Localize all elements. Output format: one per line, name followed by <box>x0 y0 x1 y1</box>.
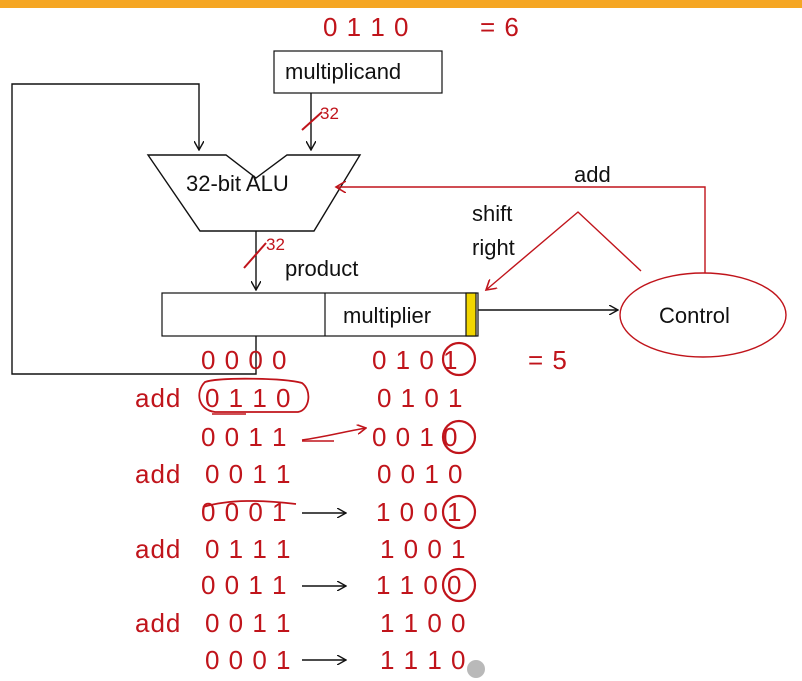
product-register <box>161 292 479 337</box>
pointer-dot <box>467 660 485 678</box>
trace-right-2: 0 0 1 0 <box>372 422 459 452</box>
lsb-circle <box>441 494 477 530</box>
multiplier-decimal: = 5 <box>528 345 568 375</box>
add-signal-wire <box>336 187 706 273</box>
trace-op-3: add <box>135 459 182 489</box>
strike-mark <box>202 500 297 508</box>
trace-right-3: 0 0 1 0 <box>377 459 464 489</box>
accent-bar <box>0 0 802 8</box>
bus-width-tick-top <box>301 111 323 131</box>
add-value-loop <box>198 377 310 413</box>
alu-label: 32-bit ALU <box>186 171 289 196</box>
bus-width-annotation-bottom: 32 <box>266 235 285 254</box>
lsb-circle <box>441 341 477 377</box>
lsb-circle <box>441 567 477 603</box>
trace-op-1: add <box>135 383 182 413</box>
multiplicand-label: multiplicand <box>285 59 402 84</box>
shift-arrow <box>301 428 366 441</box>
shift-signal-label: shift <box>472 201 513 226</box>
bus-width-annotation-top: 32 <box>320 104 339 123</box>
trace-right-6: 1 1 0 0 <box>376 570 463 600</box>
trace-left-5: 0 1 1 1 <box>205 534 292 564</box>
trace-left-1: 0 1 1 0 <box>205 383 292 413</box>
trace-right-8: 1 1 1 0 <box>380 645 467 675</box>
control-label: Control <box>659 303 730 328</box>
trace-left-4: 0 0 0 1 <box>201 497 288 527</box>
trace-op-5: add <box>135 534 182 564</box>
trace-right-1: 0 1 0 1 <box>377 383 464 413</box>
multiplier-label: multiplier <box>343 303 432 328</box>
trace-right-4: 1 0 0 1 <box>376 497 463 527</box>
feedback-loop-wire <box>11 83 257 375</box>
lsb-circle <box>441 419 477 455</box>
trace-right-0: 0 1 0 1 <box>372 345 459 375</box>
multiplicand-decimal: = 6 <box>480 12 520 42</box>
control-unit <box>619 272 787 358</box>
trace-op-7: add <box>135 608 182 638</box>
trace-right-7: 1 1 0 0 <box>380 608 467 638</box>
shift-right-signal-wire <box>486 211 642 290</box>
trace-left-8: 0 0 0 1 <box>205 645 292 675</box>
trace-left-0: 0 0 0 0 <box>201 345 288 375</box>
add-signal-label: add <box>574 162 611 187</box>
lsb-marker <box>465 292 477 337</box>
right-signal-label: right <box>472 235 515 260</box>
alu-shape <box>146 154 362 232</box>
trace-left-7: 0 0 1 1 <box>205 608 292 638</box>
product-label: product <box>285 256 359 281</box>
multiplicand-value: 0 1 1 0 <box>323 12 410 42</box>
trace-left-6: 0 0 1 1 <box>201 570 288 600</box>
multiplicand-register <box>273 50 443 94</box>
trace-left-2: 0 0 1 1 <box>201 422 288 452</box>
trace-left-3: 0 0 1 1 <box>205 459 292 489</box>
bus-width-tick-bottom <box>243 242 267 269</box>
trace-right-5: 1 0 0 1 <box>380 534 467 564</box>
